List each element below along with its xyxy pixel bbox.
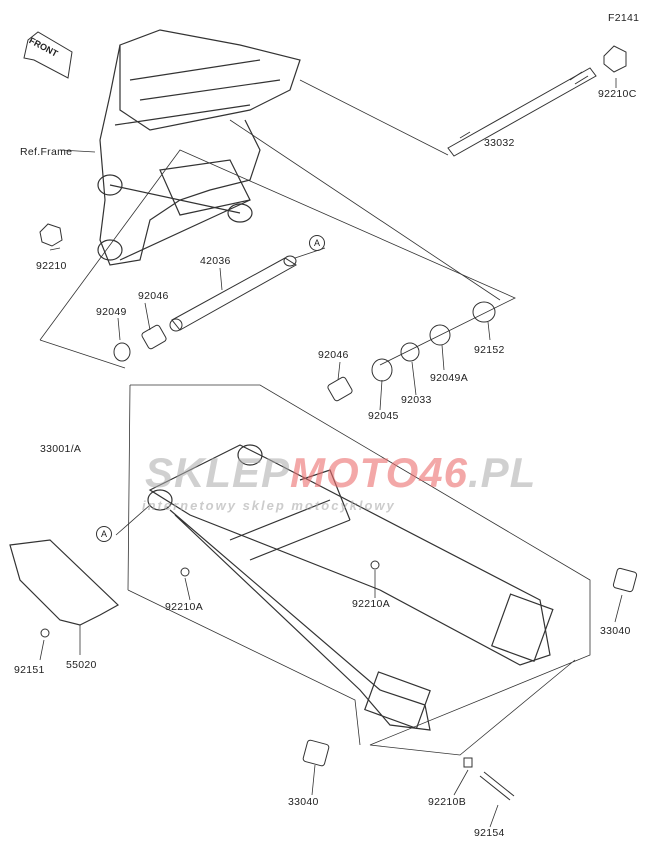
part-label[interactable]: 33040 <box>600 625 631 637</box>
part-label[interactable]: 33040 <box>288 796 319 808</box>
part-label[interactable]: 92152 <box>474 344 505 356</box>
watermark-part1: SKLEP <box>145 449 291 496</box>
reference-marker-a: A <box>96 526 112 542</box>
frame-drawing <box>97 29 301 266</box>
watermark-part2: MOTO46 <box>290 449 468 496</box>
part-label[interactable]: 42036 <box>200 255 231 267</box>
diagram-code: F2141 <box>608 12 640 24</box>
part-label[interactable]: 92046 <box>318 349 349 361</box>
part-label[interactable]: 92210C <box>598 88 637 100</box>
part-label[interactable]: 33001/A <box>40 443 82 455</box>
part-label[interactable]: 92151 <box>14 664 45 676</box>
part-label[interactable]: 92210B <box>428 796 467 808</box>
pivot-shaft-drawing <box>447 45 627 157</box>
part-label[interactable]: 92045 <box>368 410 399 422</box>
front-arrow-icon <box>23 31 73 79</box>
swingarm-drawing <box>147 444 554 731</box>
part-label[interactable]: 92046 <box>138 290 169 302</box>
part-label[interactable]: 92033 <box>401 394 432 406</box>
watermark: SKLEPMOTO46.PL <box>145 452 536 494</box>
part-label[interactable]: 92210A <box>352 598 391 610</box>
part-label[interactable]: 92049 <box>96 306 127 318</box>
part-label[interactable]: 92210A <box>165 601 204 613</box>
watermark-part3: .PL <box>467 449 537 496</box>
part-label[interactable]: 92210 <box>36 260 67 272</box>
ref-frame-label: Ref.Frame <box>20 146 73 158</box>
reference-marker-a: A <box>309 235 325 251</box>
part-label[interactable]: 92049A <box>430 372 469 384</box>
part-label[interactable]: 92154 <box>474 827 505 839</box>
part-label[interactable]: 33032 <box>484 137 515 149</box>
part-label[interactable]: 55020 <box>66 659 97 671</box>
watermark-tagline: internetowy sklep motocyklowy <box>142 498 396 513</box>
